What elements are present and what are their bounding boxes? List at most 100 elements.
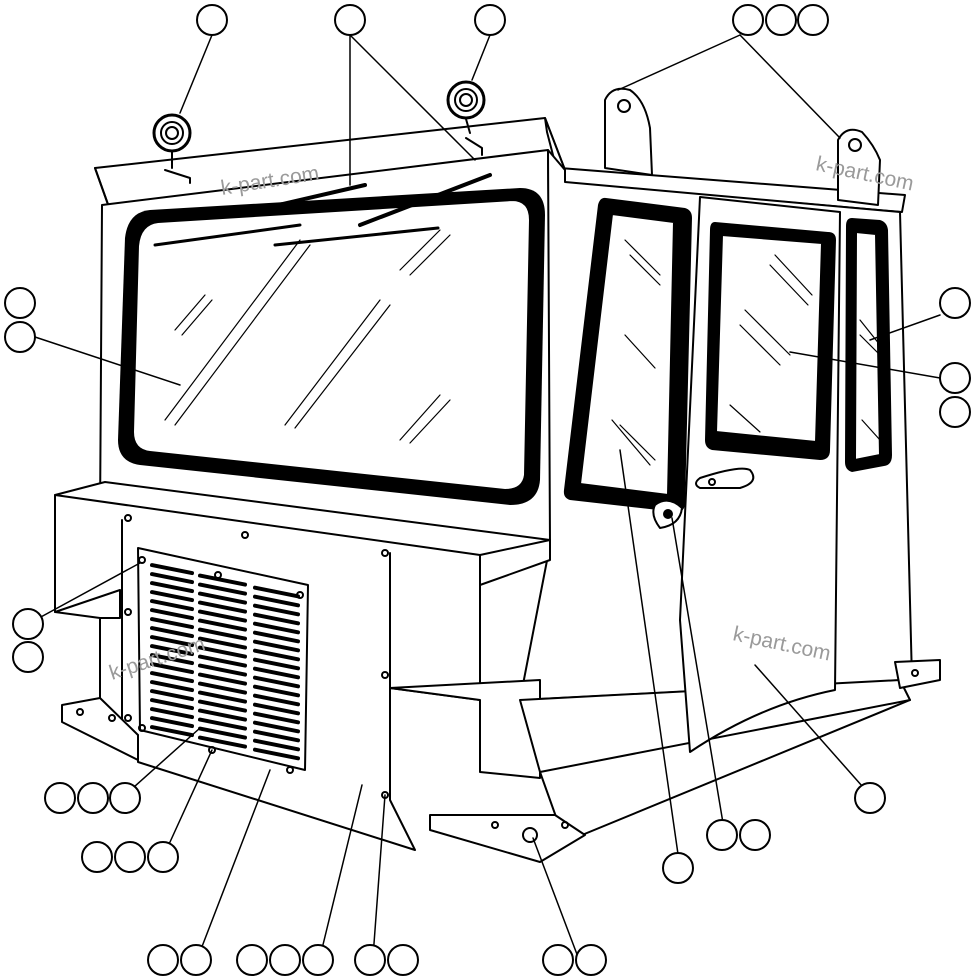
callout-balloon xyxy=(939,362,971,394)
louver-slat xyxy=(253,747,300,761)
callout-balloon xyxy=(77,782,109,814)
callout-balloon xyxy=(334,4,366,36)
louvered-grille-panel xyxy=(137,547,309,774)
louver-slat xyxy=(150,581,194,594)
callout-balloon xyxy=(854,782,886,814)
callout-balloon xyxy=(236,944,268,976)
windshield-glass-reflection xyxy=(164,229,451,444)
louver-slat xyxy=(253,729,300,743)
leader-lines xyxy=(27,34,941,958)
louver-slat xyxy=(150,626,194,639)
louver-slat xyxy=(198,690,247,704)
callout-balloon xyxy=(706,819,738,851)
callout-balloon xyxy=(939,396,971,428)
louver-slat xyxy=(198,627,247,641)
louver-slat xyxy=(150,572,194,585)
louver-slat xyxy=(198,591,247,605)
louver-slat xyxy=(198,654,247,668)
callout-balloon xyxy=(302,944,334,976)
callout-balloon xyxy=(180,944,212,976)
lifting-lug-left xyxy=(604,87,653,176)
louver-slat xyxy=(198,618,247,632)
louver-slat xyxy=(198,708,247,722)
louver-slat xyxy=(253,720,300,734)
louver-slat xyxy=(150,644,194,657)
side-window-front xyxy=(563,197,692,512)
cab-roof xyxy=(94,117,906,213)
louver-slat xyxy=(150,617,194,630)
louver-slat xyxy=(150,662,194,675)
callout-balloon xyxy=(739,819,771,851)
louver-slat xyxy=(253,630,300,644)
callout-balloon xyxy=(269,944,301,976)
wiper-left xyxy=(153,183,367,247)
louver-slat xyxy=(198,672,247,686)
callout-balloons xyxy=(4,4,971,976)
work-lamp-right xyxy=(446,80,486,156)
callout-balloon xyxy=(542,944,574,976)
louver-slat xyxy=(198,582,247,596)
louver-slat xyxy=(198,726,247,740)
louver-slat xyxy=(150,725,194,738)
louver-slat xyxy=(198,663,247,677)
callout-balloon xyxy=(44,782,76,814)
callout-balloon xyxy=(109,782,141,814)
louver-slat xyxy=(150,689,194,702)
louver-slat xyxy=(253,648,300,662)
callout-balloon xyxy=(12,641,44,673)
louver-slat xyxy=(253,702,300,716)
callout-balloon xyxy=(4,321,36,353)
louver-slat xyxy=(253,711,300,725)
louver-slat xyxy=(253,612,300,626)
louver-slat xyxy=(198,645,247,659)
callout-balloon xyxy=(387,944,419,976)
louver-slat xyxy=(150,590,194,603)
louver-slat xyxy=(253,666,300,680)
louver-slat xyxy=(150,608,194,621)
callout-balloon xyxy=(147,944,179,976)
louver-slat xyxy=(198,609,247,623)
louver-slat xyxy=(150,653,194,666)
louver-slat xyxy=(150,635,194,648)
louver-slat xyxy=(150,716,194,729)
louver-slat xyxy=(150,680,194,693)
louver-slat xyxy=(253,621,300,635)
callout-balloon xyxy=(662,852,694,884)
louver-slat xyxy=(253,603,300,617)
louver-slat xyxy=(198,636,247,650)
louver-slat xyxy=(150,671,194,684)
louver-slat xyxy=(198,699,247,713)
louver-slat xyxy=(253,738,300,752)
callout-balloon xyxy=(196,4,228,36)
callout-balloon xyxy=(147,841,179,873)
windshield xyxy=(118,188,545,505)
louver-slat xyxy=(253,594,300,608)
callout-balloon xyxy=(474,4,506,36)
callout-balloon xyxy=(81,841,113,873)
callout-balloon xyxy=(354,944,386,976)
louver-slat xyxy=(253,693,300,707)
louver-slat xyxy=(150,599,194,612)
wiper-right xyxy=(273,173,492,247)
louver-slat xyxy=(253,585,300,599)
callout-balloon xyxy=(114,841,146,873)
louver-slat xyxy=(198,735,247,749)
louver-slat xyxy=(253,657,300,671)
louver-slat xyxy=(150,563,194,576)
louver-slat xyxy=(253,675,300,689)
louver-slat xyxy=(198,717,247,731)
louver-slat xyxy=(253,684,300,698)
callout-balloon xyxy=(4,287,36,319)
callout-balloon xyxy=(575,944,607,976)
louver-slat xyxy=(150,698,194,711)
louver-slat xyxy=(198,573,247,587)
work-lamp-left xyxy=(152,113,192,184)
louver-slat xyxy=(198,600,247,614)
door xyxy=(652,196,841,753)
side-window-rear xyxy=(845,218,892,472)
louver-slat xyxy=(198,681,247,695)
callout-balloon xyxy=(765,4,797,36)
louver-slat xyxy=(253,639,300,653)
louver-slat xyxy=(150,707,194,720)
